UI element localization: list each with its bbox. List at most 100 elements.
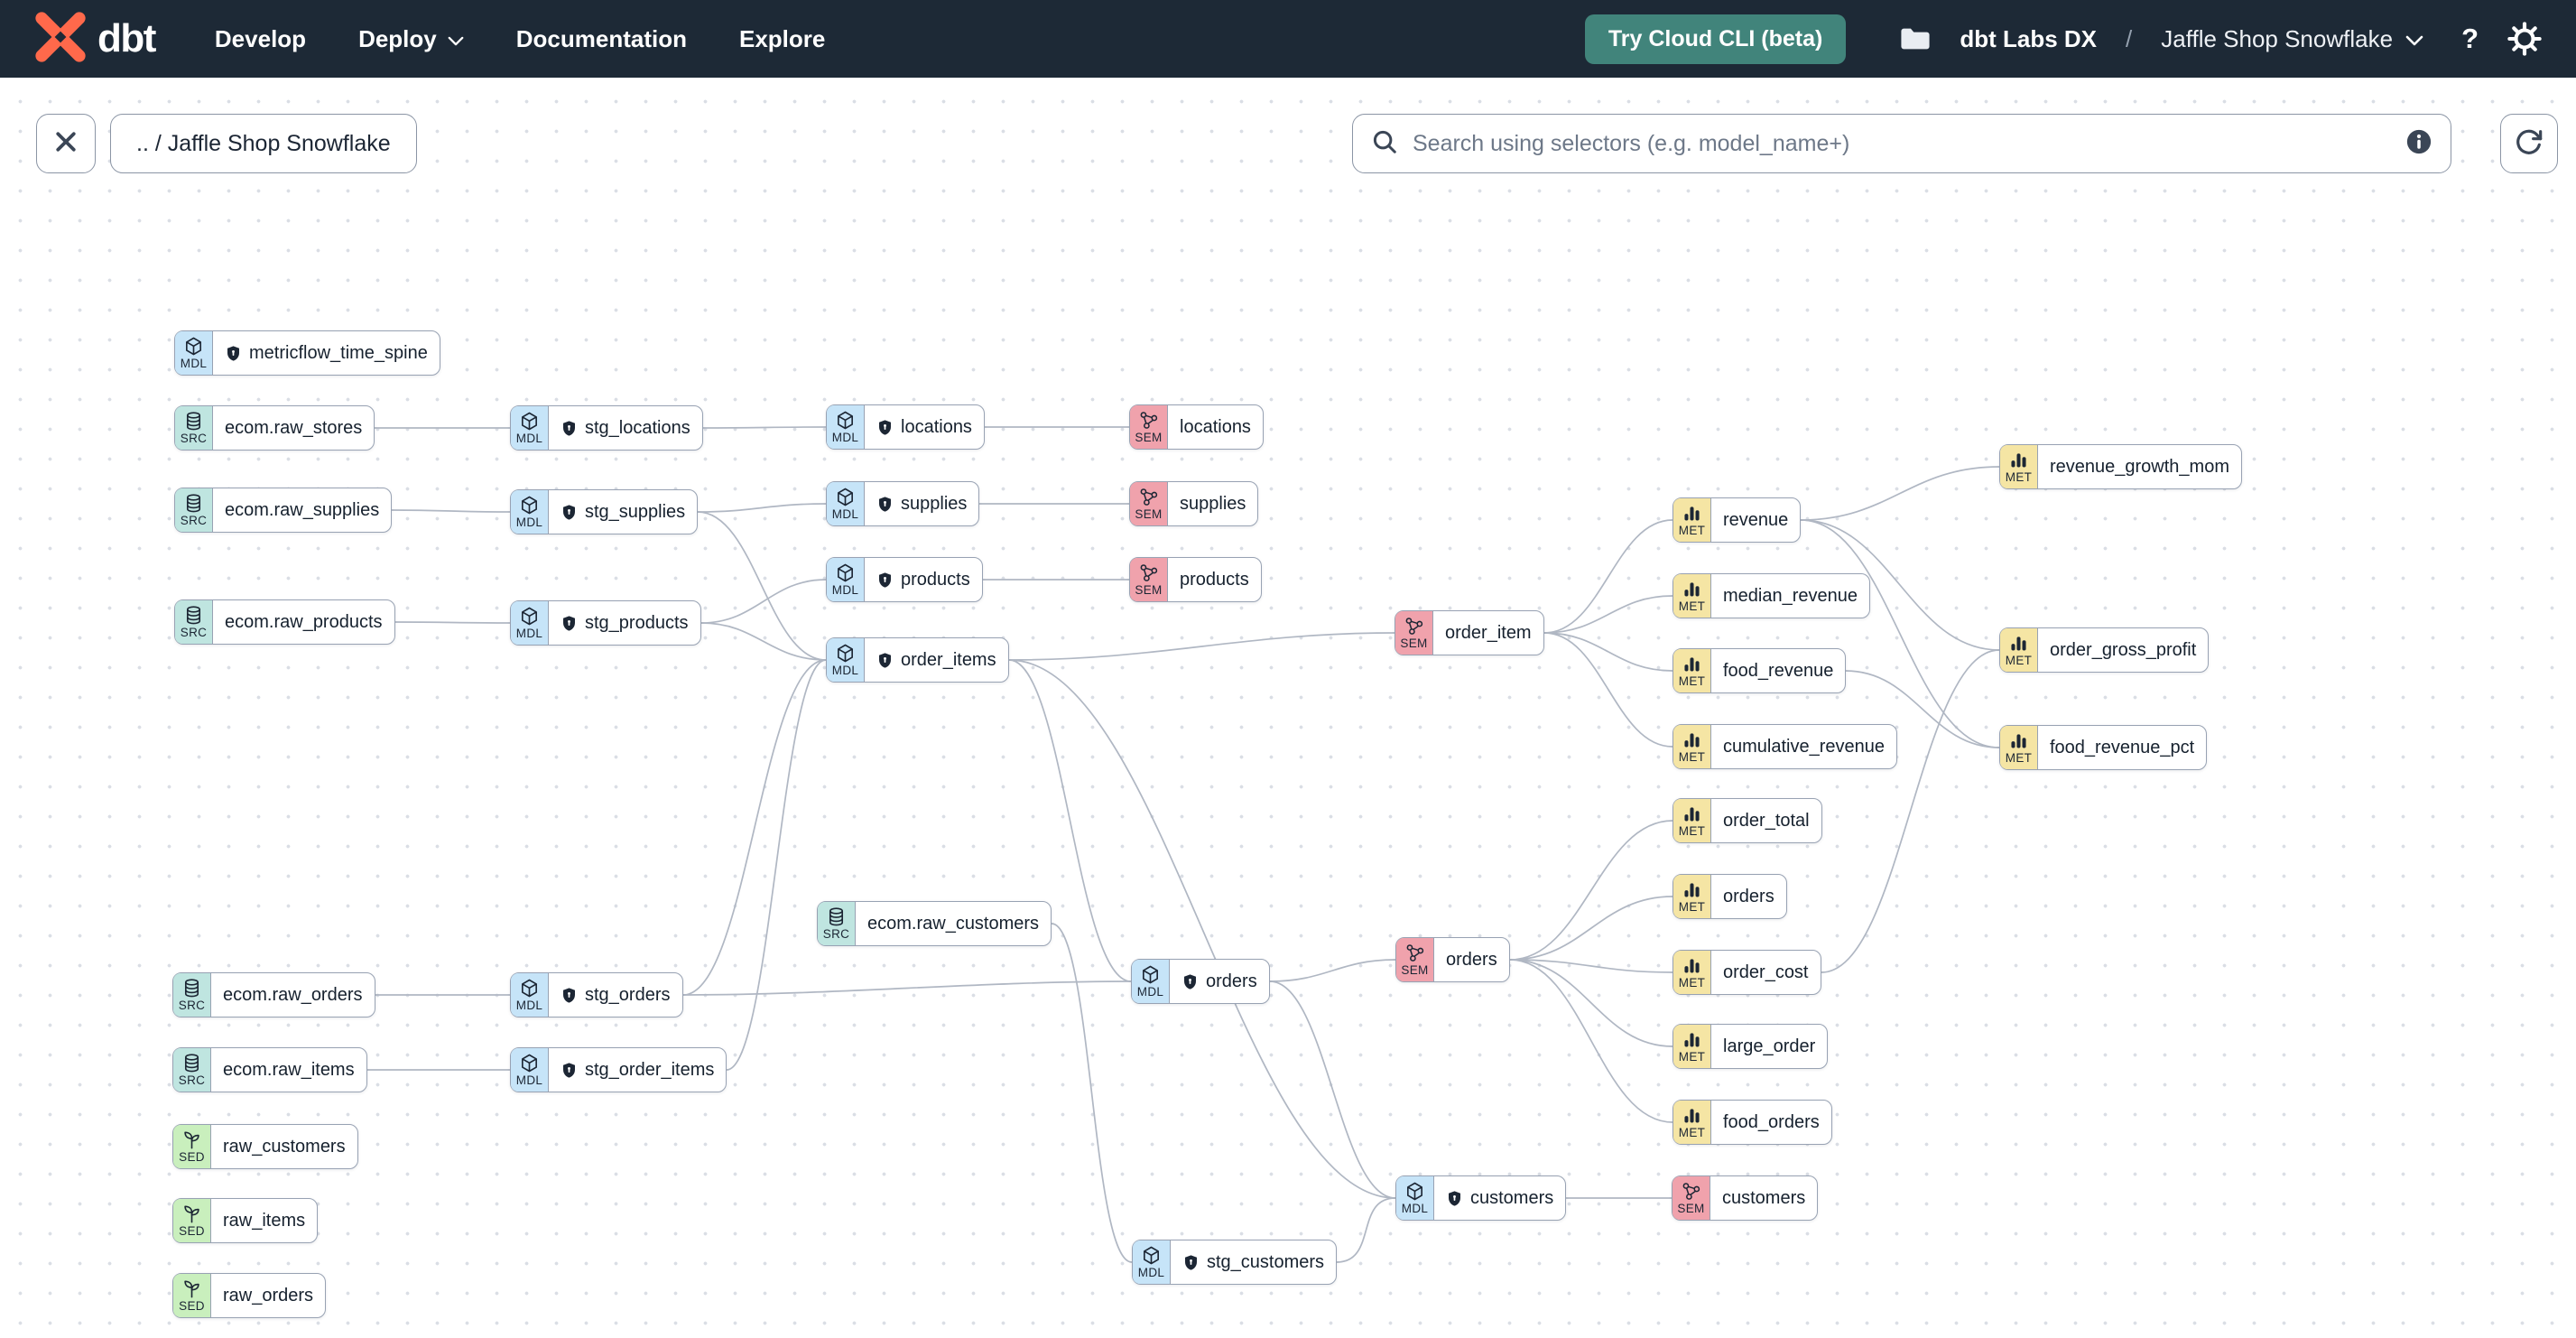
nav-item-explore[interactable]: Explore — [739, 25, 825, 53]
info-icon[interactable] — [2405, 128, 2432, 160]
metric-bars-icon — [1682, 879, 1702, 900]
shield-icon — [561, 987, 578, 1004]
node-label-area: stg_orders — [549, 973, 682, 1017]
metric-bars-icon — [1682, 579, 1702, 599]
lineage-canvas[interactable] — [0, 78, 2576, 1338]
nav-item-documentation[interactable]: Documentation — [516, 25, 687, 53]
model-cube-icon — [1140, 964, 1161, 985]
node-label-area: customers — [1710, 1176, 1817, 1220]
breadcrumb[interactable]: .. / Jaffle Shop Snowflake — [110, 114, 417, 173]
node-label: orders — [1446, 949, 1497, 970]
edge-met_revenue-to-met_revenue_growth_mom — [1800, 466, 2000, 521]
node-type-label: MDL — [515, 998, 543, 1012]
semantic-model-icon — [1138, 562, 1159, 583]
node-type-label: MET — [1678, 1125, 1706, 1139]
project-selector[interactable]: Jaffle Shop Snowflake — [2161, 25, 2423, 53]
node-mdl_stg_orders[interactable]: MDL stg_orders — [510, 972, 683, 1017]
node-type-label: SRC — [180, 625, 208, 639]
node-type-label: MDL — [1136, 984, 1164, 999]
nav-item-develop[interactable]: Develop — [215, 25, 306, 53]
source-database-icon — [183, 493, 204, 514]
node-met_revenue[interactable]: MET revenue — [1673, 497, 1802, 543]
try-cloud-cli-button[interactable]: Try Cloud CLI (beta) — [1584, 14, 1847, 64]
source-badge: SRC — [173, 973, 211, 1017]
help-button[interactable]: ? — [2461, 23, 2479, 54]
nav-item-label: Explore — [738, 24, 826, 52]
model-cube-icon — [519, 495, 540, 516]
close-icon — [52, 128, 79, 160]
node-label-area: revenue — [1711, 498, 1800, 542]
edge-mdl_orders-to-sem_orders — [1269, 959, 1396, 982]
edge-mdl_stg_order_items-to-mdl_order_items — [726, 659, 827, 1071]
node-label-area: food_revenue_pct — [2038, 726, 2206, 769]
node-type-label: MET — [1678, 975, 1706, 990]
node-type-label: MDL — [515, 1073, 543, 1087]
shield-icon — [561, 1062, 578, 1079]
close-button[interactable] — [36, 114, 96, 173]
account-name[interactable]: dbt Labs DX — [1960, 24, 2098, 52]
edge-mdl_stg_products-to-mdl_products — [700, 579, 827, 624]
node-label: food_revenue_pct — [2050, 737, 2195, 757]
dbt-logo[interactable]: dbt — [34, 11, 156, 68]
node-sem_orders[interactable]: SEM orders — [1395, 937, 1510, 982]
node-type-label: MDL — [180, 356, 208, 370]
nav-item-deploy[interactable]: Deploy — [358, 25, 464, 53]
search-input[interactable] — [1411, 129, 2393, 158]
gear-icon[interactable] — [2507, 22, 2542, 56]
node-type-label: MDL — [515, 515, 543, 529]
seed-sprout-icon — [181, 1278, 202, 1299]
node-type-label: SEM — [1401, 962, 1429, 977]
seed-sprout-icon — [181, 1129, 202, 1150]
edge-met_order_cost-to-met_order_gross_profit — [1821, 649, 2000, 973]
source-badge: SRC — [173, 1048, 211, 1092]
edge-sem_orders-to-met_order_cost — [1509, 959, 1673, 973]
node-type-label: MET — [1678, 523, 1706, 537]
edge-sem_orders-to-met_large_order — [1509, 959, 1673, 1047]
dbt-brand-text: dbt — [97, 16, 156, 60]
top-navbar: dbt Develop Deploy Documentation Explore Tr… — [0, 0, 2576, 78]
metric-bars-icon — [1682, 1105, 1702, 1126]
edge-sem_order_item-to-met_median_revenue — [1543, 595, 1673, 634]
source-badge: SRC — [175, 488, 213, 532]
metric-badge: MET — [1673, 1025, 1711, 1068]
refresh-button[interactable] — [2500, 114, 2558, 173]
